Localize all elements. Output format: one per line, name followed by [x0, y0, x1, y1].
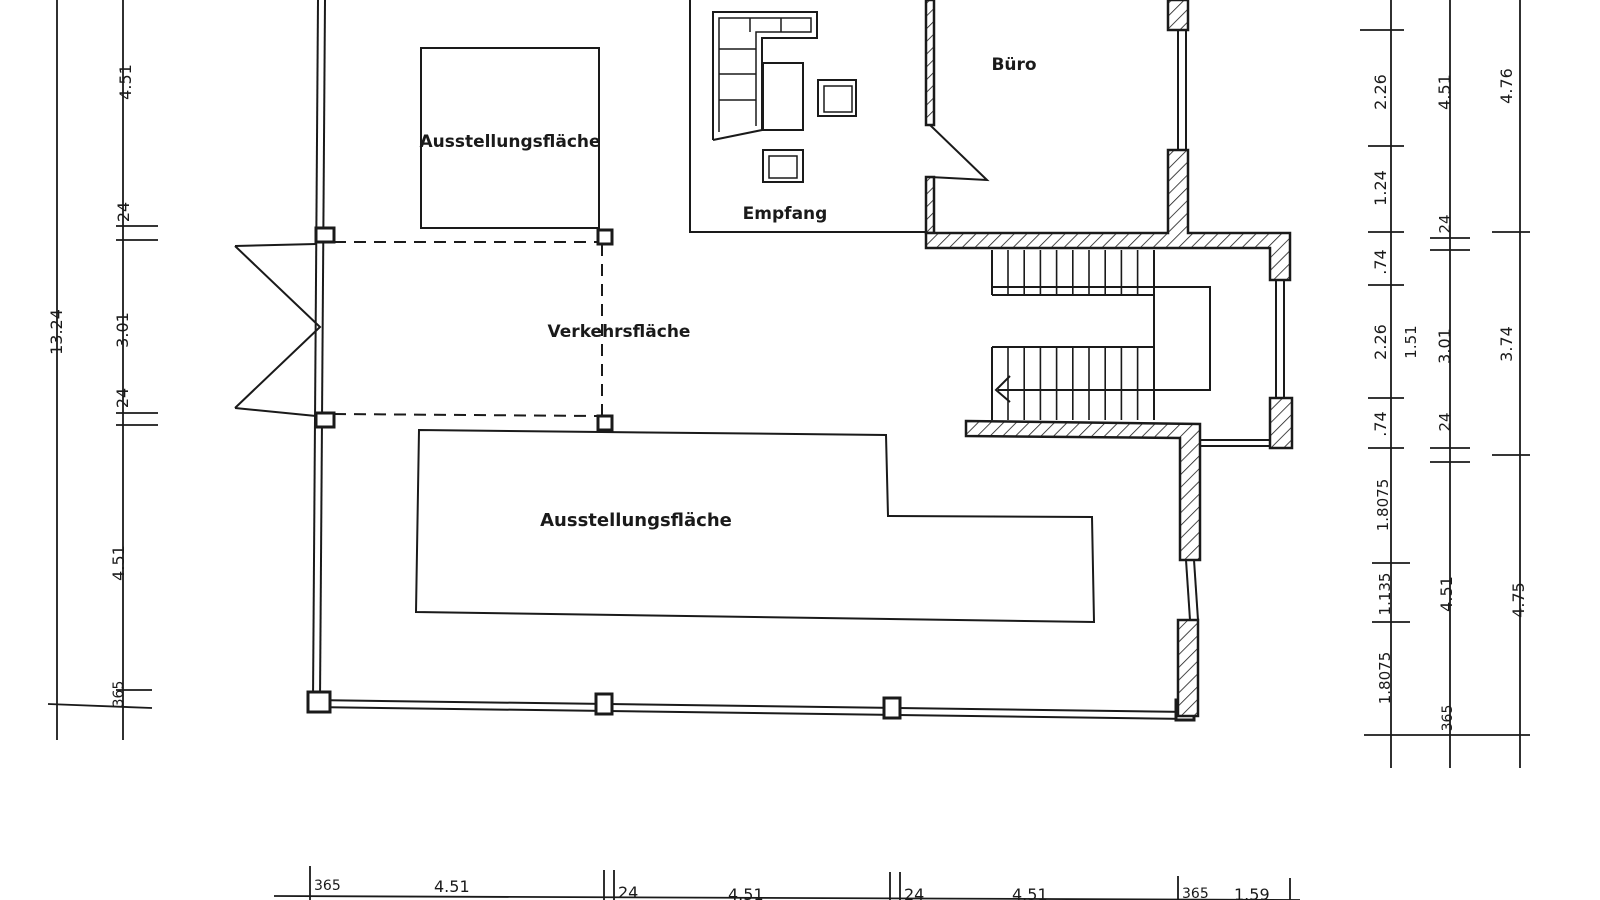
stair-flights [991, 250, 1211, 420]
right1-d1: 2.26 [1371, 74, 1390, 110]
left-dim-seg2: 24 [114, 202, 133, 222]
exhibition-top-label: Ausstellungsfläche [419, 132, 600, 152]
right1-d4: 2.26 [1371, 324, 1390, 360]
right2-d4: 3.01 [1435, 328, 1454, 364]
entrance-door [234, 243, 322, 417]
right1-d5: .74 [1371, 411, 1390, 436]
exhibition-area-bottom [414, 428, 1096, 624]
right3-d2: 3.74 [1497, 326, 1516, 362]
right2-d7: 365 [1440, 705, 1456, 732]
bottom-d2: 4.51 [434, 877, 470, 896]
right1-d8: 1.8075 [1376, 652, 1394, 705]
right2-d6: 4.51 [1437, 576, 1456, 612]
circulation-bay [333, 241, 603, 417]
right1-d3: .74 [1371, 249, 1390, 274]
bottom-exterior-wall [311, 699, 1191, 720]
right1-d6: 1.8075 [1374, 479, 1392, 532]
left-dim-seg4: 24 [113, 388, 132, 408]
exhibition-area-top [420, 47, 600, 229]
right1-d7: 1.135 [1376, 573, 1394, 616]
reception-label: Empfang [743, 204, 828, 224]
bottom-d8: 1.59 [1234, 885, 1270, 900]
right3-d1: 4.76 [1497, 68, 1516, 104]
right2-d1: 4.51 [1435, 74, 1454, 110]
armchair-right [817, 79, 857, 117]
office: Büro [924, 0, 1190, 235]
left-dim-seg6: 365 [111, 681, 127, 708]
coffee-table [762, 62, 804, 131]
bottom-d1: 365 [314, 878, 341, 894]
right2-d3: 1.51 [1402, 325, 1420, 358]
bottom-d6: 4.51 [1012, 885, 1048, 900]
bottom-d5: 24 [904, 885, 924, 900]
left-dim-seg3: 3.01 [113, 312, 132, 348]
reception-area: Empfang [689, 0, 926, 233]
armchair-bottom [762, 149, 804, 183]
bottom-d7: 365 [1182, 886, 1209, 900]
right2-d5: 24 [1436, 412, 1454, 431]
columns [306, 226, 1196, 722]
bottom-d3: 24 [618, 883, 638, 900]
right1-d2: 1.24 [1371, 170, 1390, 206]
bottom-d4: 4.51 [728, 885, 764, 900]
left-dim-seg1: 4.51 [116, 64, 135, 100]
dimension-bottom: 365 4.51 24 4.51 24 4.51 365 1.59 [273, 866, 1301, 900]
stair-core-walls [924, 148, 1294, 718]
circulation-label: Verkehrsfläche [548, 322, 691, 342]
left-dim-total: 13.24 [47, 309, 66, 355]
dimension-left: 13.24 4.51 24 3.01 24 4.51 365 [47, 0, 158, 740]
corner-sofa [712, 11, 818, 141]
dimension-right: 2.26 1.24 .74 2.26 .74 1.8075 1.135 1.80… [1360, 0, 1530, 768]
left-exterior-wall [312, 0, 326, 701]
office-label: Büro [991, 55, 1036, 75]
left-dim-seg5: 4.51 [109, 545, 128, 581]
right3-d3: 4.75 [1509, 582, 1528, 618]
exhibition-bottom-label: Ausstellungsfläche [540, 510, 732, 531]
right2-d2: 24 [1436, 214, 1454, 233]
